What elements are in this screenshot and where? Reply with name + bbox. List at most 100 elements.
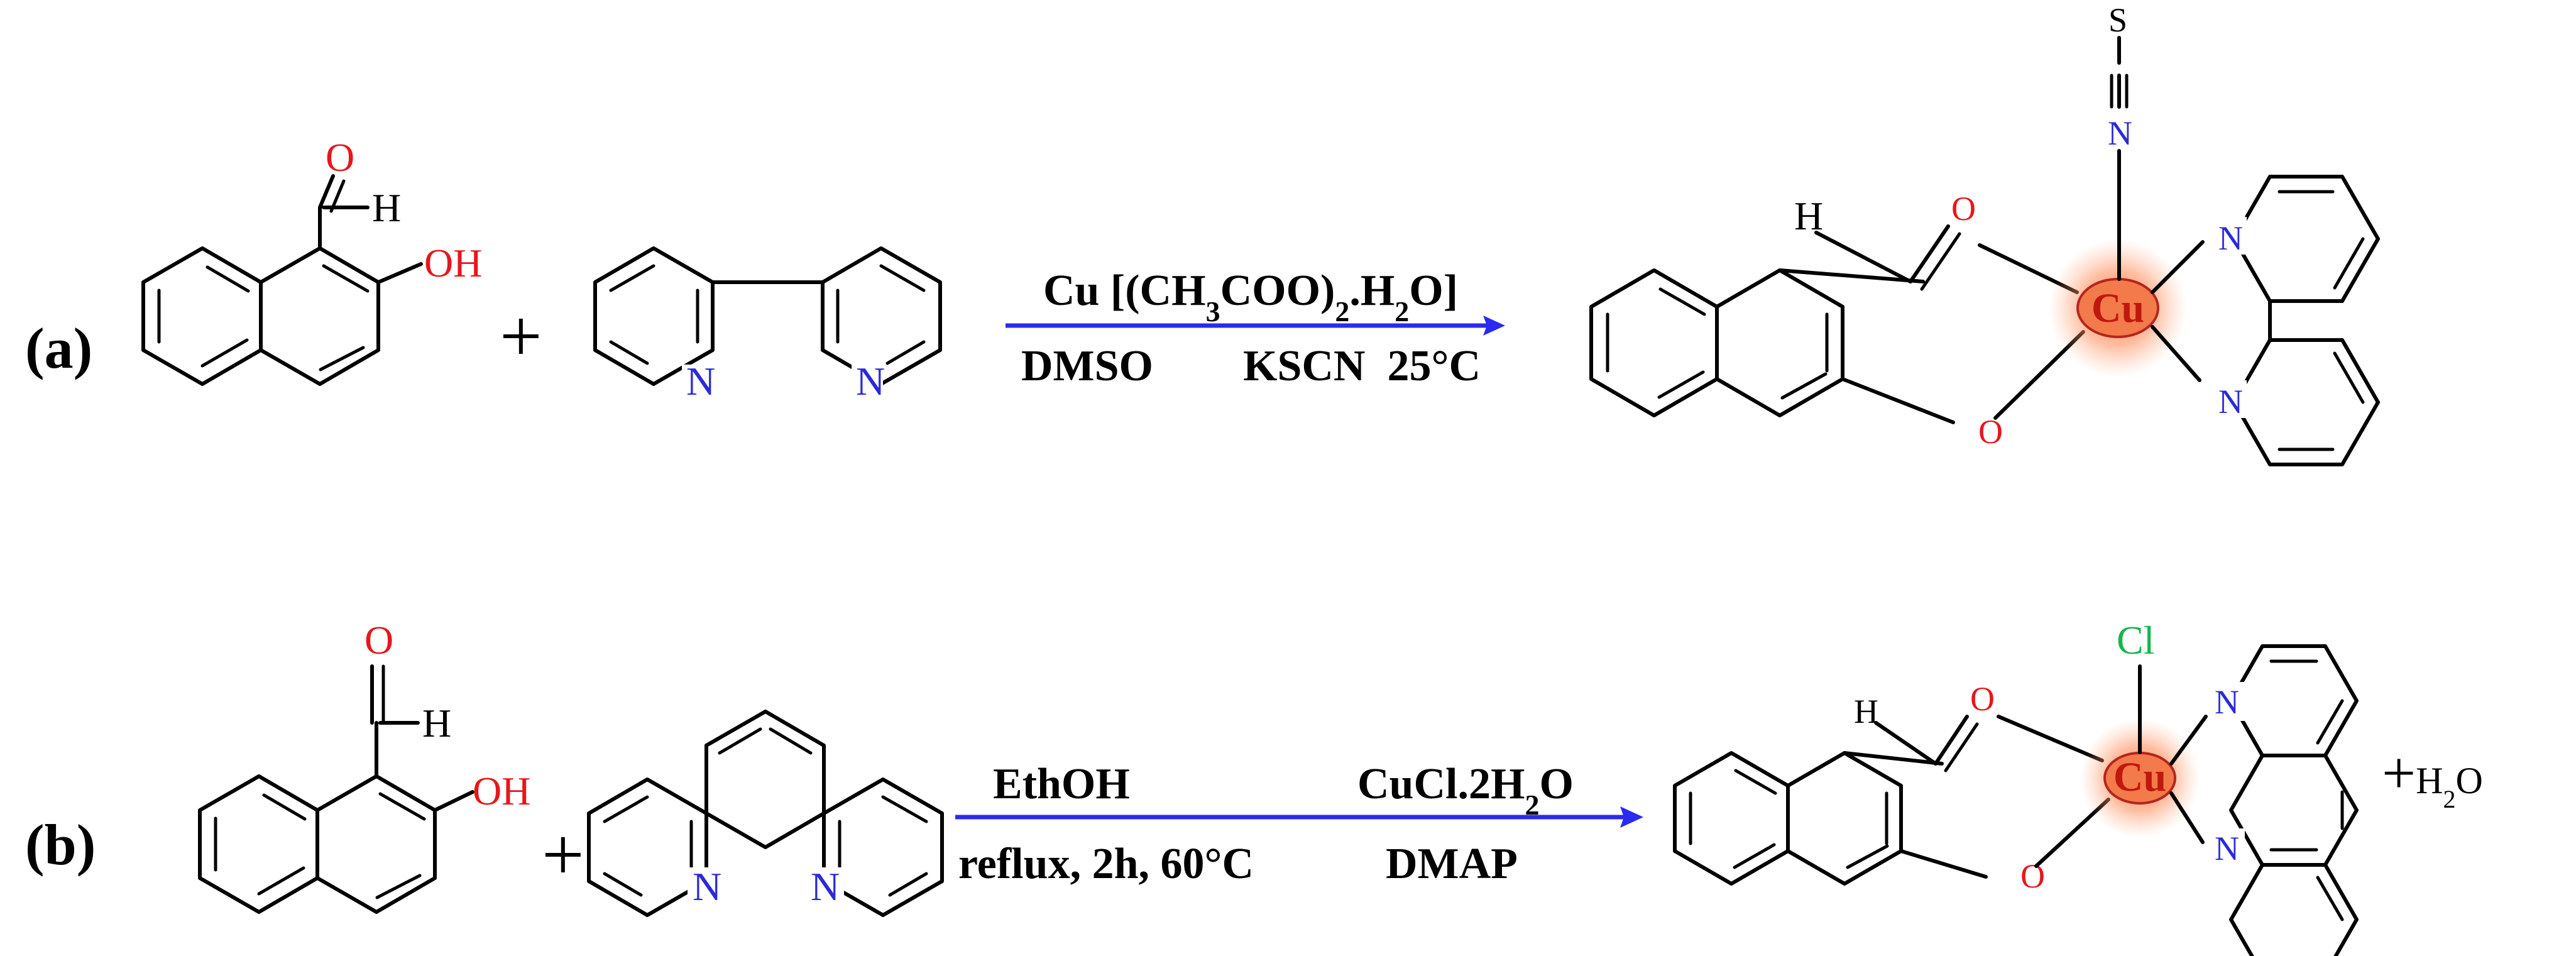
- double-bond: [1780, 372, 1828, 400]
- aldehyde-oxygen: O: [326, 135, 354, 180]
- reagent-part: COO): [1220, 266, 1335, 315]
- reagent-subscript: 3: [1206, 295, 1220, 327]
- scheme-a-solvent: DMSO: [1021, 342, 1153, 390]
- reagent-part: O: [1539, 760, 1573, 808]
- naphthalene-ring-right: [315, 774, 437, 914]
- n-mask: [2212, 828, 2245, 867]
- double-bond: [375, 874, 422, 899]
- double-bond: [2316, 876, 2344, 921]
- aldehyde-hydrogen: H: [422, 701, 451, 745]
- co-double: [1944, 722, 1979, 772]
- bipyridine-nitrogen-1: N: [686, 359, 715, 404]
- double-bond: [718, 727, 762, 755]
- aldehyde-bond: [1843, 751, 1944, 766]
- n-mask: [688, 867, 725, 911]
- double-bond: [206, 265, 250, 293]
- scheme-a: (a) O H OH +: [25, 1, 2380, 466]
- aldehyde-bond: [1778, 268, 1925, 283]
- scheme-a-plus: +: [500, 294, 542, 378]
- co-bond: [1934, 715, 1969, 766]
- product-hydrogen: H: [1794, 194, 1823, 238]
- arrow-head: [1483, 316, 1505, 336]
- double-bond: [1657, 370, 1705, 399]
- thiocyanate-sulfur: S: [2108, 1, 2127, 39]
- cu-n-bond: [2169, 791, 2205, 844]
- naphthalene-ring-left: [141, 246, 263, 386]
- hydroxyl-bond: [376, 262, 423, 284]
- scheme-b-plus: +: [542, 813, 584, 896]
- co-bond: [1909, 224, 1950, 283]
- double-bond: [603, 872, 643, 897]
- reagent-part: Cu [(CH: [1043, 266, 1206, 315]
- phenoxide-bond: [1899, 849, 1988, 879]
- hydroxyl-group: OH: [473, 769, 530, 813]
- bipyridine-nitrogen-2: N: [856, 359, 885, 404]
- double-bond: [1846, 844, 1889, 869]
- double-bond: [322, 264, 370, 293]
- aldehyde-co-bond: [318, 174, 335, 209]
- double-bond: [879, 264, 926, 292]
- product-ring-right: [1786, 751, 1903, 886]
- water-part: H: [2416, 760, 2443, 801]
- scheme-b-phenanthroline: N N: [587, 710, 944, 917]
- double-bond: [609, 264, 655, 292]
- product-copper: Cu: [2113, 754, 2166, 800]
- product-carbonyl-oxygen: O: [1951, 190, 1976, 228]
- reagent-subscript: 2: [1395, 295, 1409, 327]
- double-bond: [319, 346, 365, 371]
- scheme-b-label: (b): [25, 813, 96, 877]
- product-pyridine-upper: [2232, 175, 2380, 303]
- phenanthroline-nitrogen-2: N: [811, 864, 840, 909]
- thiocyanate-nitrogen: N: [2108, 114, 2132, 152]
- double-bond: [603, 795, 649, 823]
- product-carbonyl-oxygen: O: [1970, 680, 1995, 718]
- product-pyridine-lower: [2232, 338, 2380, 466]
- n-mask: [852, 365, 883, 402]
- product-copper: Cu: [2091, 285, 2144, 331]
- aldehyde-oxygen: O: [364, 618, 393, 662]
- double-bond: [200, 338, 249, 368]
- product-phen-ring-lower: [2229, 863, 2359, 956]
- naphthalene-ring-right: [259, 246, 380, 386]
- n-mask: [2212, 682, 2245, 721]
- scheme-a-reagent-above: Cu [(CH3COO)2.H2O]: [1043, 266, 1458, 327]
- scheme-b-conditions: reflux, 2h, 60°C: [958, 840, 1254, 888]
- phenanthroline-ring-middle: [704, 710, 826, 849]
- water-part: O: [2455, 760, 2482, 801]
- scheme-b-naphthaldehyde: O H OH: [198, 618, 530, 914]
- product-ring-right: [1715, 268, 1844, 417]
- product-ring-left: [1589, 268, 1719, 417]
- reagent-part: O]: [1409, 266, 1458, 315]
- double-bond: [2333, 237, 2365, 290]
- phenanthroline-ring-right: [822, 777, 944, 917]
- scheme-a-naphthaldehyde: O H OH: [141, 135, 482, 386]
- cu-n-bond: [2169, 715, 2208, 766]
- reagent-part: CuCl.2H: [1357, 760, 1525, 808]
- scheme-a-product: H O O Cu N S: [1589, 1, 2380, 466]
- double-bond: [881, 795, 928, 823]
- scheme-b-product: H O O Cu Cl N N: [1673, 618, 2483, 956]
- n-mask: [2215, 380, 2247, 418]
- scheme-b-base: DMAP: [1386, 840, 1518, 888]
- hydroxyl-bond: [433, 790, 474, 812]
- double-bond: [378, 792, 426, 821]
- scheme-b-solvent: EthOH: [993, 760, 1130, 808]
- scheme-a-arrow: Cu [(CH3COO)2.H2O] DMSO KSCN 25°C: [1006, 266, 1505, 390]
- scheme-b-arrow: EthOH CuCl.2H2O reflux, 2h, 60°C DMAP: [955, 760, 1643, 888]
- product-chlorine: Cl: [2117, 618, 2154, 662]
- double-bond: [2316, 699, 2344, 745]
- phenanthroline-nitrogen-1: N: [693, 864, 721, 909]
- scheme-a-bipyridine: N N: [593, 246, 942, 404]
- ch-bond: [1874, 721, 1937, 766]
- double-bond: [257, 866, 305, 896]
- reagent-subscript: 2: [1525, 789, 1539, 821]
- double-bond: [1734, 769, 1777, 795]
- cu-n-bond: [2151, 325, 2201, 382]
- phenoxide-bond: [1841, 377, 1955, 424]
- n-mask: [682, 365, 713, 402]
- reagent-part: .H: [1349, 266, 1395, 315]
- product-phenolate-oxygen: O: [1978, 413, 2003, 451]
- naphthalene-ring-left: [198, 774, 319, 914]
- aldehyde-hydrogen: H: [372, 185, 401, 230]
